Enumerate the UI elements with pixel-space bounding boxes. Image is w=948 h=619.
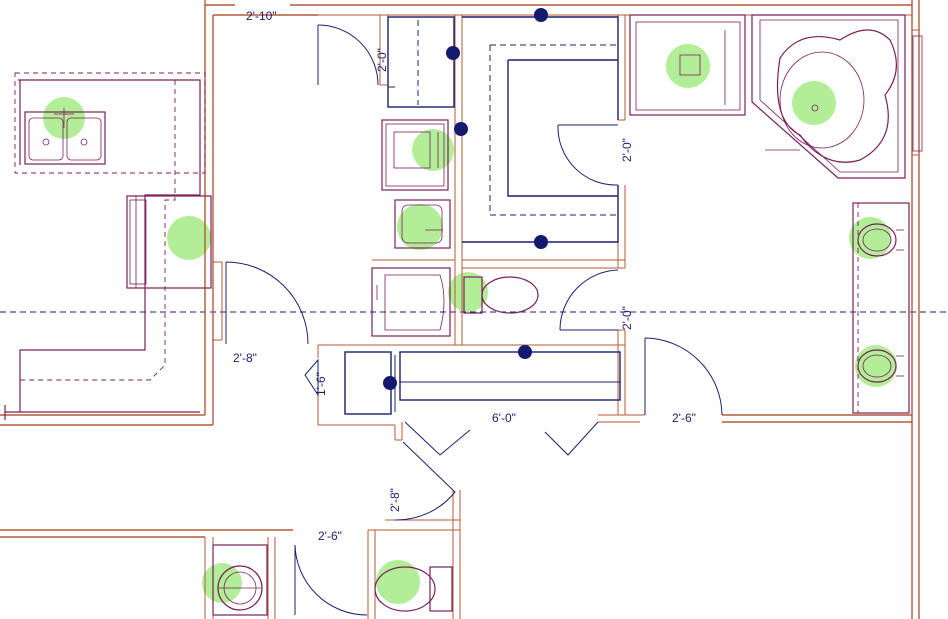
center-tub xyxy=(371,267,451,337)
walk-in-closet xyxy=(462,16,619,243)
kitchen-sink xyxy=(24,108,106,165)
light-fixtures xyxy=(383,8,548,390)
center-toilet xyxy=(463,276,539,314)
lower-bath xyxy=(212,544,453,616)
kitchen-counters xyxy=(4,72,212,420)
whirlpool-tub xyxy=(751,14,906,179)
dim-top-door: 2'-10" xyxy=(246,9,277,23)
dimension-labels: 2'-10" 2'-0" 2'-0" 2'-0" 2'-8" 1'-6" 6'-… xyxy=(233,9,696,543)
upper-closet xyxy=(387,16,455,108)
dim-right-door: 2'-6" xyxy=(672,411,696,425)
master-vanity xyxy=(852,202,910,414)
walls xyxy=(0,0,923,619)
dim-hall-left-door: 2'-8" xyxy=(233,351,257,365)
appliances xyxy=(381,119,451,249)
door-swings xyxy=(225,24,723,616)
fixture-highlights xyxy=(43,44,897,604)
dim-bottom-left-door: 2'-6" xyxy=(318,529,342,543)
dim-small-closet: 1'-6" xyxy=(314,372,328,396)
dim-hall-width: 6'-0" xyxy=(492,411,516,425)
dim-stair-door: 2'-8" xyxy=(388,488,402,512)
dim-inner-door: 2'-0" xyxy=(620,138,634,162)
dim-closet-width: 2'-0" xyxy=(375,48,389,72)
dim-lower-door: 2'-0" xyxy=(620,306,634,330)
shower xyxy=(629,14,746,116)
